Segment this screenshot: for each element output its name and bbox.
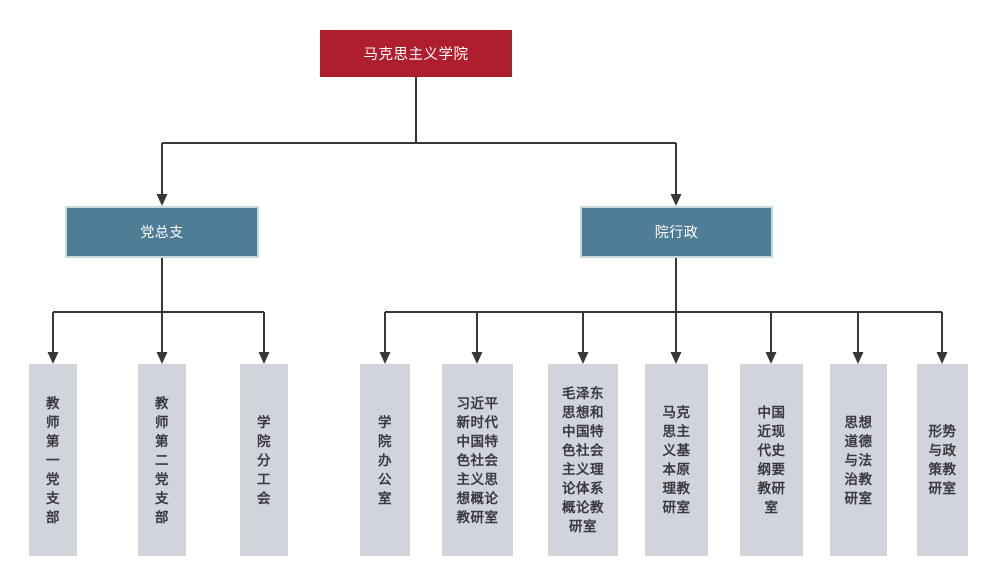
org-node-department: 毛泽东 思想和 中国特 色社会 主义理 论体系 概论教 研室 — [548, 364, 618, 556]
org-node-root: 马克思主义学院 — [320, 30, 512, 77]
org-node-department: 思想 道德 与法 治教 研室 — [830, 364, 887, 556]
connector-party-to-departments — [52, 258, 265, 354]
org-node-branch-party: 党总支 — [65, 206, 259, 258]
org-node-department: 习近平 新时代 中国特 色社会 主义思 想概论 教研室 — [442, 364, 513, 556]
arrowheads-tier2-right — [379, 352, 948, 364]
org-node-branch-admin: 院行政 — [580, 206, 773, 258]
org-node-department: 学 院 分 工 会 — [240, 364, 288, 556]
org-node-department: 中国 近现 代史 纲要 教研 室 — [740, 364, 803, 556]
arrowheads-tier2-left — [47, 352, 270, 364]
org-node-department: 学 院 办 公 室 — [360, 364, 410, 556]
connector-root-to-branches — [161, 77, 677, 196]
org-node-department: 教 师 第 一 党 支 部 — [29, 364, 77, 556]
org-node-department: 马克 思主 义基 本原 理教 研室 — [645, 364, 708, 556]
org-node-department: 教 师 第 二 党 支 部 — [138, 364, 186, 556]
org-node-department: 形势 与政 策教 研室 — [917, 364, 968, 556]
connector-admin-to-departments — [384, 258, 943, 354]
arrowheads-tier1 — [156, 194, 682, 206]
